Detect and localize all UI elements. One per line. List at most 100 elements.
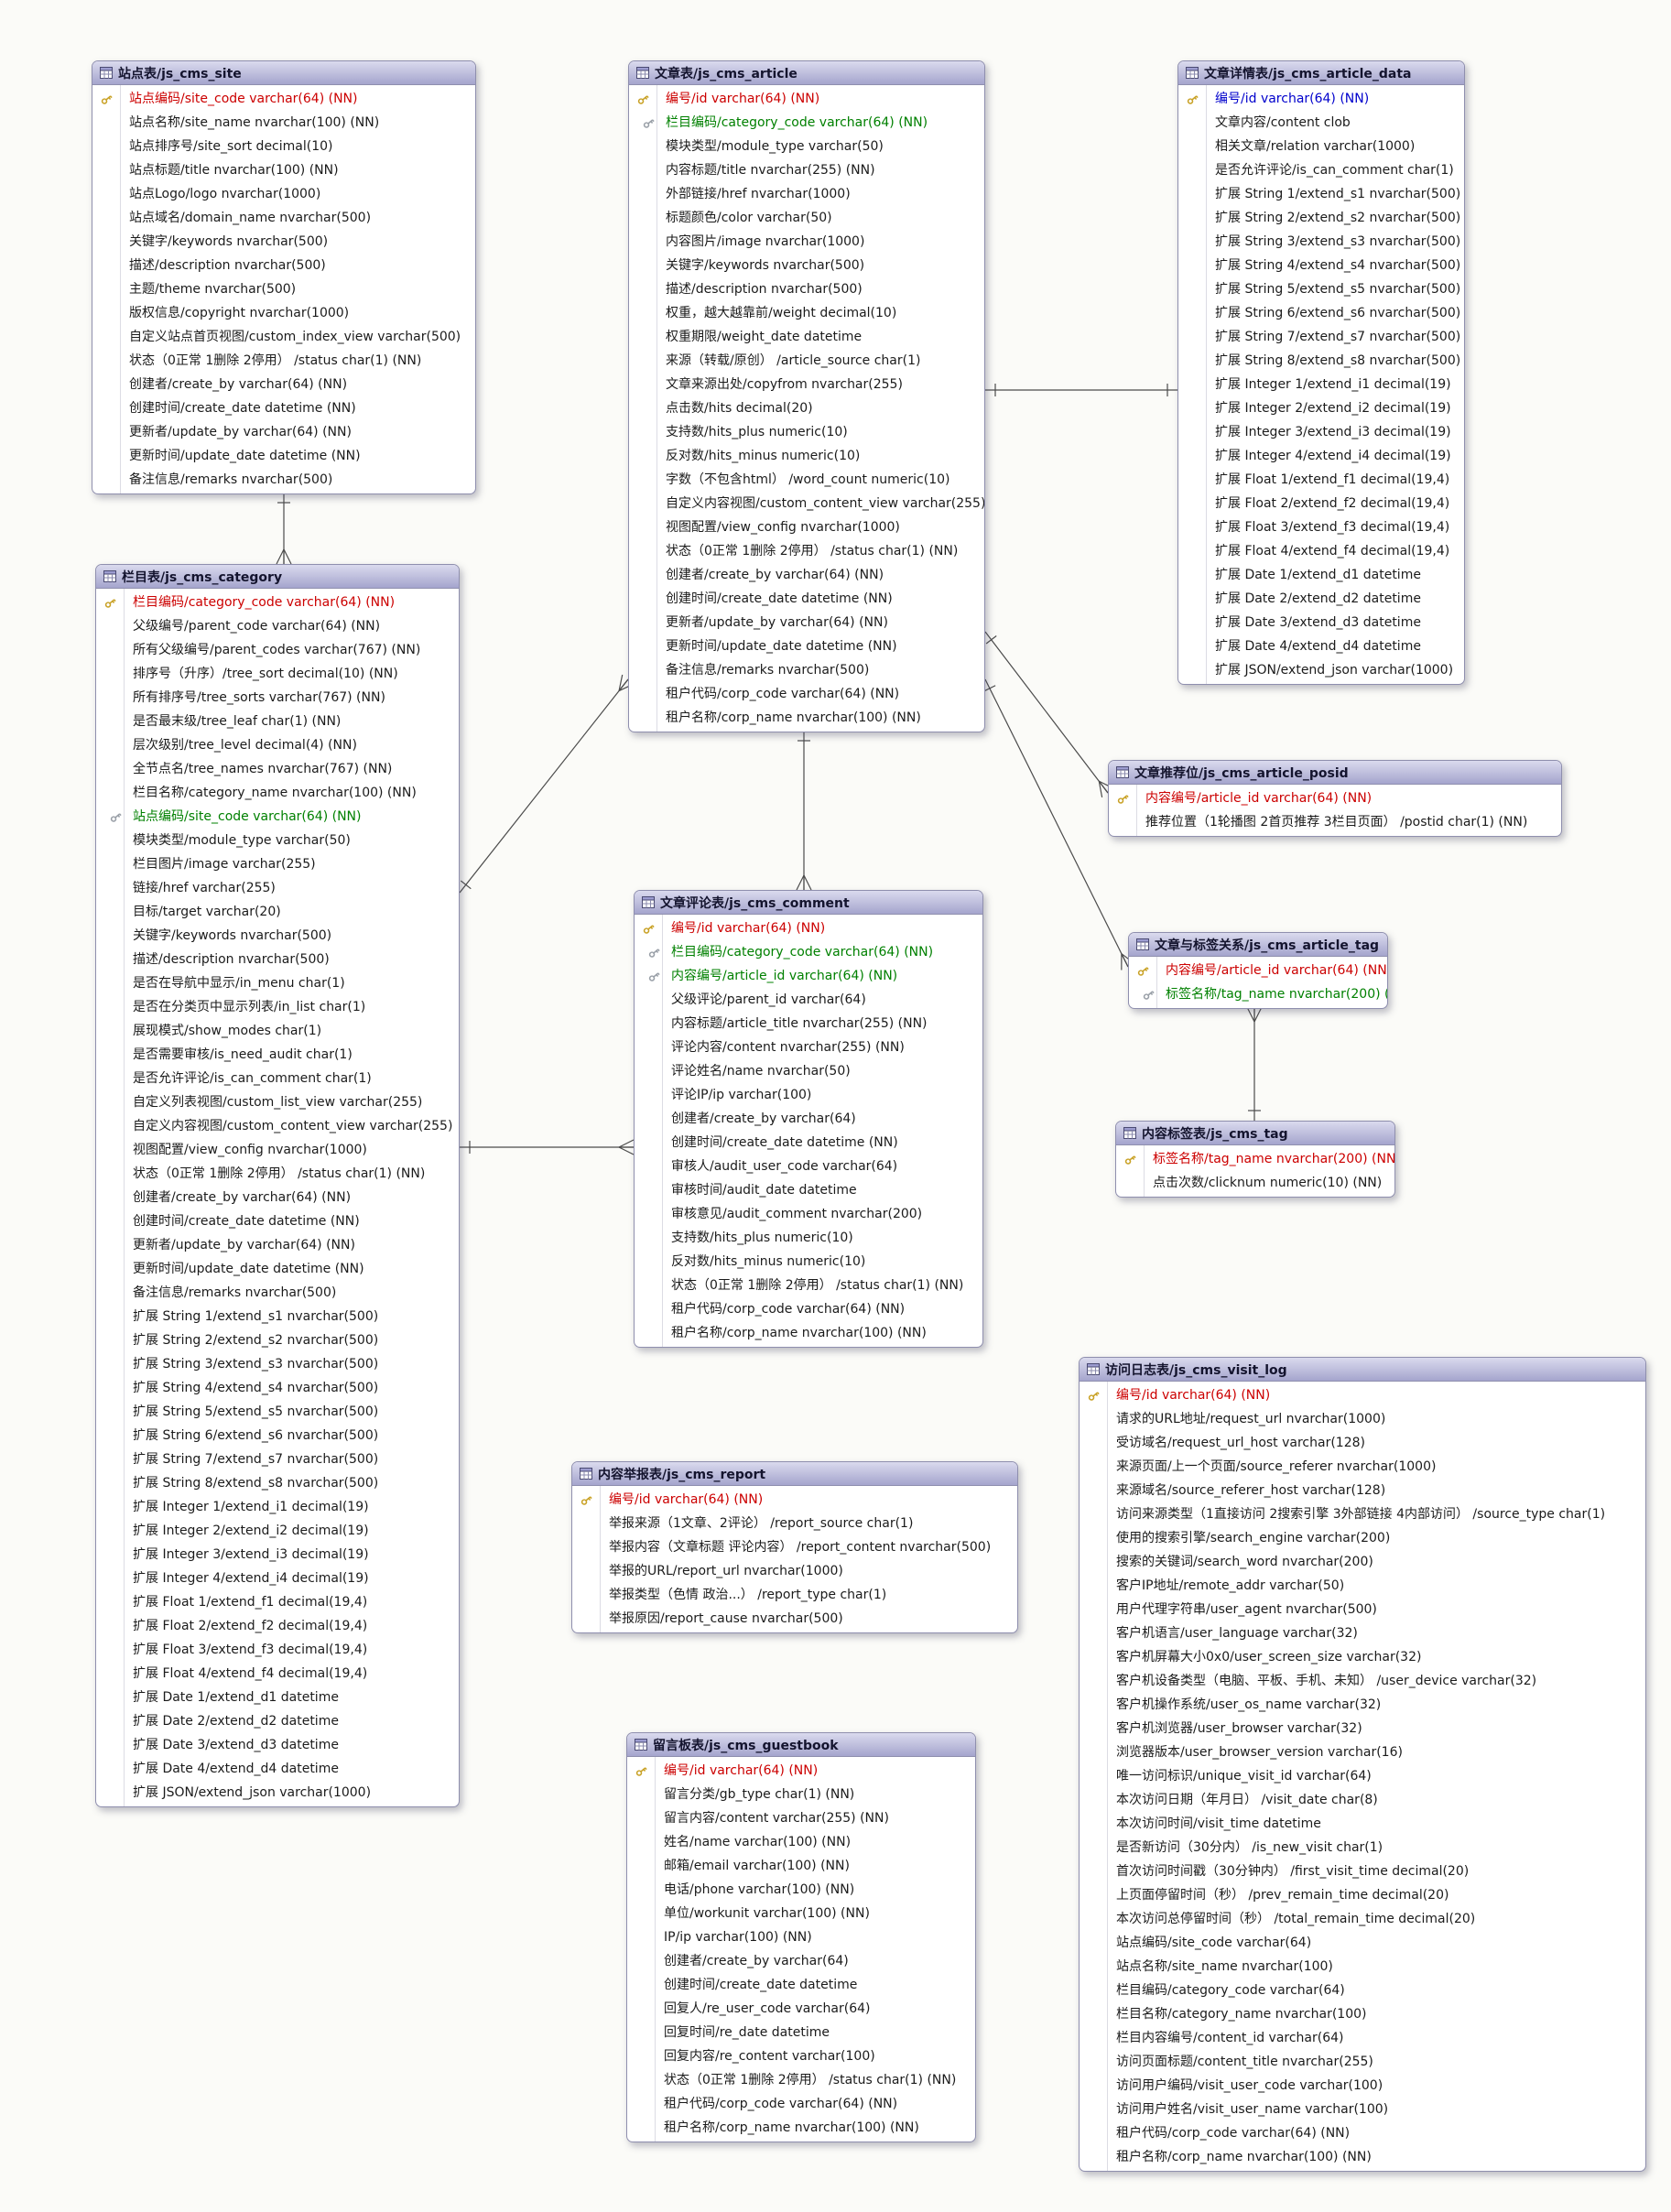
field-gutter bbox=[627, 1830, 655, 1854]
field-text: 编号/id varchar(64) (NN) bbox=[664, 1763, 819, 1778]
field-gutter bbox=[629, 325, 656, 349]
relationship-js_cms_site-js_cms_category bbox=[276, 493, 292, 565]
field-text: 本次访问日期（年月日） /visit_date char(8) bbox=[1116, 1793, 1378, 1807]
field-row: 本次访问总停留时间（秒） /total_remain_time decimal(… bbox=[1080, 1907, 1645, 1931]
field-row: 站点标题/title nvarchar(100) (NN) bbox=[92, 158, 475, 182]
field-text: 扩展 String 4/extend_s4 nvarchar(500) bbox=[133, 1381, 379, 1395]
table-title: 内容举报表/js_cms_report bbox=[598, 1467, 766, 1482]
field-text: 关键字/keywords nvarchar(500) bbox=[666, 258, 865, 273]
table-header-js_cms_article_data[interactable]: 文章详情表/js_cms_article_data bbox=[1178, 61, 1464, 85]
field-row: 模块类型/module_type varchar(50) bbox=[96, 829, 459, 852]
field-row: 回复内容/re_content varchar(100) bbox=[627, 2044, 975, 2068]
field-gutter bbox=[629, 420, 656, 444]
field-text: 租户代码/corp_code varchar(64) (NN) bbox=[666, 687, 900, 701]
field-gutter bbox=[629, 634, 656, 658]
field-gutter bbox=[96, 1233, 124, 1257]
primary-key-icon bbox=[629, 87, 656, 111]
table-header-js_cms_article_posid[interactable]: 文章推荐位/js_cms_article_posid bbox=[1109, 761, 1561, 785]
field-row: 扩展 String 4/extend_s4 nvarchar(500) bbox=[1178, 254, 1464, 277]
field-row: 扩展 Float 2/extend_f2 decimal(19,4) bbox=[1178, 492, 1464, 515]
field-text: 链接/href varchar(255) bbox=[133, 881, 276, 895]
field-row: 审核人/audit_user_code varchar(64) bbox=[635, 1155, 982, 1178]
field-row: 备注信息/remarks nvarchar(500) bbox=[92, 468, 475, 492]
table-js_cms_guestbook[interactable]: 留言板表/js_cms_guestbook 编号/id varchar(64) (… bbox=[626, 1732, 976, 2142]
field-gutter bbox=[96, 1448, 124, 1471]
table-header-js_cms_visit_log[interactable]: 访问日志表/js_cms_visit_log bbox=[1080, 1358, 1645, 1382]
field-text: 主题/theme nvarchar(500) bbox=[129, 282, 297, 297]
field-gutter bbox=[1080, 1788, 1107, 1812]
field-gutter bbox=[1080, 2098, 1107, 2121]
field-text: 展现模式/show_modes char(1) bbox=[133, 1024, 322, 1038]
field-row: 扩展 Float 4/extend_f4 decimal(19,4) bbox=[96, 1662, 459, 1686]
field-row: 来源域名/source_referer_host varchar(128) bbox=[1080, 1479, 1645, 1502]
field-text: 来源（转载/原创） /article_source char(1) bbox=[666, 353, 921, 368]
field-gutter bbox=[96, 1186, 124, 1209]
field-gutter bbox=[635, 1297, 662, 1321]
table-header-js_cms_article_tag[interactable]: 文章与标签关系/js_cms_article_tag bbox=[1129, 933, 1387, 957]
field-text: 所有父级编号/parent_codes varchar(767) (NN) bbox=[133, 643, 421, 657]
field-row: 姓名/name varchar(100) (NN) bbox=[627, 1830, 975, 1854]
field-text: 姓名/name varchar(100) (NN) bbox=[664, 1835, 852, 1849]
field-text: 备注信息/remarks nvarchar(500) bbox=[129, 472, 333, 487]
field-row: 字数（不包含html） /word_count numeric(10) bbox=[629, 468, 984, 492]
table-js_cms_category[interactable]: 栏目表/js_cms_category 栏目编码/category_code va… bbox=[95, 564, 460, 1807]
field-row: 扩展 Date 1/extend_d1 datetime bbox=[1178, 563, 1464, 587]
field-row: 租户代码/corp_code varchar(64) (NN) bbox=[1080, 2121, 1645, 2145]
table-header-js_cms_article[interactable]: 文章表/js_cms_article bbox=[629, 61, 984, 85]
table-header-js_cms_guestbook[interactable]: 留言板表/js_cms_guestbook bbox=[627, 1733, 975, 1757]
field-text: 创建者/create_by varchar(64) (NN) bbox=[666, 568, 884, 582]
field-gutter bbox=[96, 1662, 124, 1686]
field-row: 扩展 String 1/extend_s1 nvarchar(500) bbox=[1178, 182, 1464, 206]
field-row: 扩展 String 2/extend_s2 nvarchar(500) bbox=[1178, 206, 1464, 230]
field-row: 内容图片/image nvarchar(1000) bbox=[629, 230, 984, 254]
field-text: 本次访问时间/visit_time datetime bbox=[1116, 1816, 1321, 1831]
field-text: 视图配置/view_config nvarchar(1000) bbox=[666, 520, 900, 535]
field-gutter bbox=[635, 988, 662, 1012]
field-text: 标签名称/tag_name nvarchar(200) (NN) bbox=[1166, 987, 1387, 1002]
table-js_cms_report[interactable]: 内容举报表/js_cms_report 编号/id varchar(64) (NN… bbox=[571, 1461, 1018, 1633]
field-text: 内容编号/article_id varchar(64) (NN) bbox=[1145, 791, 1373, 806]
field-row: 扩展 String 8/extend_s8 nvarchar(500) bbox=[96, 1471, 459, 1495]
table-header-js_cms_report[interactable]: 内容举报表/js_cms_report bbox=[572, 1462, 1017, 1486]
field-row: 栏目名称/category_name nvarchar(100) bbox=[1080, 2002, 1645, 2026]
field-gutter bbox=[1178, 206, 1206, 230]
field-gutter bbox=[629, 230, 656, 254]
table-header-js_cms_category[interactable]: 栏目表/js_cms_category bbox=[96, 565, 459, 589]
field-gutter bbox=[629, 468, 656, 492]
field-text: 扩展 Integer 3/extend_i3 decimal(19) bbox=[1215, 425, 1451, 439]
table-header-js_cms_site[interactable]: 站点表/js_cms_site bbox=[92, 61, 475, 85]
field-gutter bbox=[629, 277, 656, 301]
field-row: 栏目内容编号/content_id varchar(64) bbox=[1080, 2026, 1645, 2050]
field-text: 内容标题/title nvarchar(255) (NN) bbox=[666, 163, 875, 178]
field-row: 租户代码/corp_code varchar(64) (NN) bbox=[627, 2092, 975, 2116]
field-text: 扩展 Date 2/extend_d2 datetime bbox=[133, 1714, 339, 1729]
field-gutter bbox=[96, 1709, 124, 1733]
field-gutter bbox=[1080, 1883, 1107, 1907]
field-row: 内容标题/title nvarchar(255) (NN) bbox=[629, 158, 984, 182]
field-gutter bbox=[1178, 182, 1206, 206]
table-fields: 编号/id varchar(64) (NN)举报来源（1文章、2评论） /rep… bbox=[572, 1486, 1017, 1632]
field-text: 栏目编码/category_code varchar(64) (NN) bbox=[133, 595, 396, 610]
field-gutter bbox=[96, 1400, 124, 1424]
table-header-js_cms_tag[interactable]: 内容标签表/js_cms_tag bbox=[1116, 1122, 1394, 1145]
field-text: 自定义站点首页视图/custom_index_view varchar(500) bbox=[129, 330, 461, 344]
field-row: 展现模式/show_modes char(1) bbox=[96, 1019, 459, 1043]
field-gutter bbox=[96, 924, 124, 948]
field-text: 模块类型/module_type varchar(50) bbox=[666, 139, 884, 154]
table-js_cms_article_posid[interactable]: 文章推荐位/js_cms_article_posid 内容编号/article_i… bbox=[1108, 760, 1562, 837]
field-text: 内容编号/article_id varchar(64) (NN) bbox=[671, 969, 898, 983]
field-row: 文章来源出处/copyfrom nvarchar(255) bbox=[629, 373, 984, 396]
field-row: 站点域名/domain_name nvarchar(500) bbox=[92, 206, 475, 230]
field-gutter bbox=[1178, 135, 1206, 158]
table-title: 内容标签表/js_cms_tag bbox=[1142, 1126, 1288, 1142]
field-text: 是否在分类页中显示列表/in_list char(1) bbox=[133, 1000, 366, 1014]
table-header-js_cms_comment[interactable]: 文章评论表/js_cms_comment bbox=[635, 891, 982, 915]
field-text: 用户代理字符串/user_agent nvarchar(500) bbox=[1116, 1602, 1377, 1617]
